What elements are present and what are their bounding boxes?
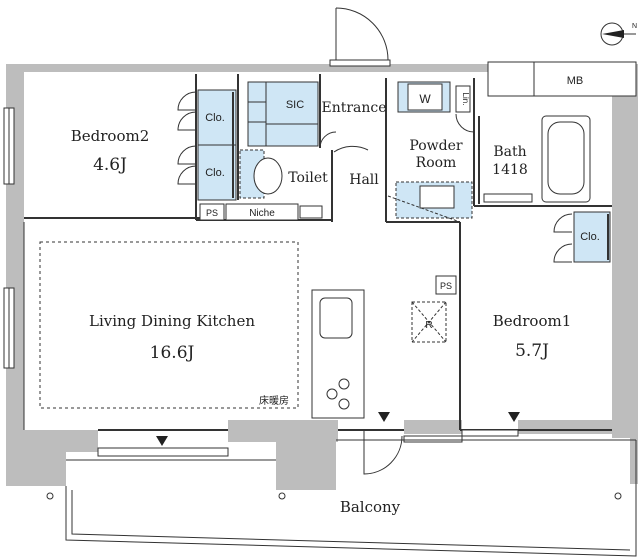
sic-label: SIC [286,99,304,111]
toilet-bowl-icon [253,157,283,195]
balcony: Balcony [46,439,637,557]
ldk-label: Living Dining Kitchen [89,312,255,330]
closet-label-lower: Clo. [205,167,225,179]
toilet-label: Toilet [288,170,328,186]
bath-label: Bath [493,144,526,160]
burner-icon [338,398,350,410]
floor-heating-area [39,241,299,409]
north-letter: N [632,23,637,30]
pipe-shaft-label-left: PS [206,208,218,218]
outer-walls [6,64,638,490]
floor-heating-label: 床暖房 [259,394,289,407]
closet-label-upper: Clo. [205,112,225,124]
niche-label: Niche [249,208,275,219]
bedroom1-label: Bedroom1 [493,312,572,330]
bedroom2-size: 4.6J [93,155,127,175]
toilet-room: Toilet [239,131,337,199]
powder-room-label-line2: Room [416,155,457,171]
powder-room-label-line1: Powder [409,138,463,154]
bedroom1-size: 5.7J [515,341,549,361]
entry-arrow-icon [156,436,168,446]
burner-icon [338,378,350,390]
entrance-label: Entrance [321,100,386,116]
balcony-label: Balcony [340,498,401,516]
ldk: Living Dining Kitchen 16.6J 床暖房 [39,241,299,409]
mb-closet: MB [487,61,637,97]
ldk-size: 16.6J [150,343,195,363]
sink-icon [419,185,455,209]
balcony-windows [97,412,520,457]
burner-icon [326,388,338,400]
hall: Hall [333,145,379,188]
linen-label: Lin. [461,93,470,106]
bath-room: Bath 1418 [478,115,591,204]
bedroom2-closets: Clo. Clo. [177,89,237,201]
kitchen-counter [311,289,365,419]
entry-arrow-icon [378,412,390,422]
pipe-shaft-label-right: PS [440,281,452,291]
sic-storage: SIC [247,81,319,147]
bedroom1: Clo. Bedroom1 5.7J [493,211,611,361]
powder-room: W Lin. Powder Room [395,81,475,219]
bedroom2-label: Bedroom2 [71,127,150,145]
washer-label: W [419,92,431,106]
niche-strip: PS Niche [199,203,323,221]
bedroom1-closet-label: Clo. [580,231,600,243]
washer-icon [407,83,443,111]
entry-arrow-icon [508,412,520,422]
sink-icon [319,297,353,339]
mb-label: MB [567,75,584,87]
north-arrow-icon: N [600,22,637,46]
refrigerator-label: R [425,320,432,331]
bathtub-icon [547,121,585,195]
hall-label: Hall [349,172,379,188]
left-windows [3,107,15,369]
bath-size-label: 1418 [492,162,528,178]
refrigerator-space: PS R [411,275,457,343]
entrance-door[interactable] [329,7,391,67]
interior-doors [363,195,461,475]
